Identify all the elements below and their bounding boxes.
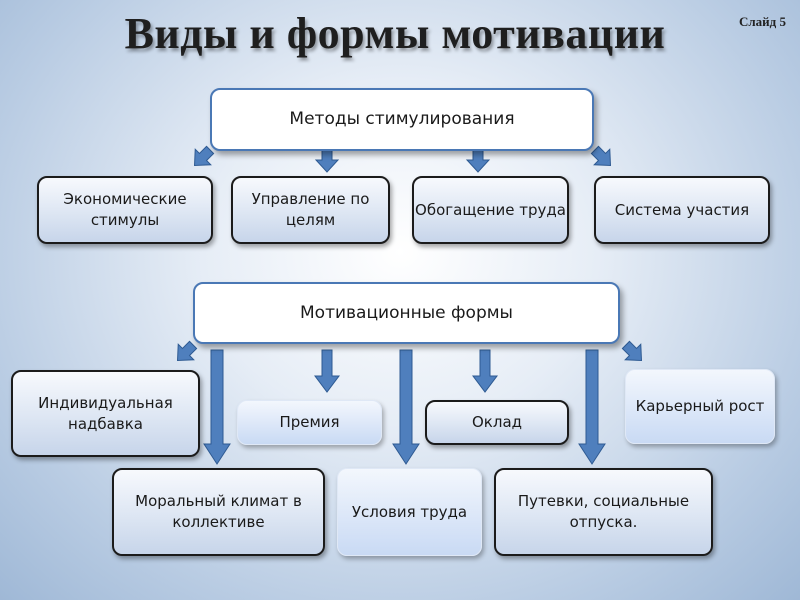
method-job-enrichment: Обогащение труда [412, 176, 569, 244]
arrow-methods-center-right [465, 147, 491, 173]
arrow-forms-right [621, 340, 643, 362]
arrow-methods-right [590, 145, 612, 167]
forms-header: Мотивационные формы [193, 282, 620, 344]
arrow-forms-long-1 [203, 349, 231, 465]
arrow-forms-short-1 [314, 349, 340, 393]
form-working-conditions: Условия труда [337, 468, 482, 556]
arrow-methods-left [193, 145, 215, 167]
form-premium: Премия [237, 400, 382, 445]
arrow-forms-long-3 [578, 349, 606, 465]
slide-number: Слайд 5 [739, 14, 786, 29]
form-moral-climate: Моральный климат в коллективе [112, 468, 325, 556]
form-vouchers-vacations: Путевки, социальные отпуска. [494, 468, 713, 556]
method-management-by-objectives: Управление по целям [231, 176, 390, 244]
form-individual-bonus: Индивидуальная надбавка [11, 370, 200, 457]
methods-header: Методы стимулирования [210, 88, 594, 151]
form-salary: Оклад [425, 400, 569, 445]
arrow-forms-left [176, 340, 198, 362]
arrow-methods-center-left [314, 147, 340, 173]
method-participation-system: Система участия [594, 176, 770, 244]
form-career-growth: Карьерный рост [625, 369, 775, 444]
arrow-forms-long-2 [392, 349, 420, 465]
method-economic-incentives: Экономические стимулы [37, 176, 213, 244]
arrow-forms-short-2 [472, 349, 498, 393]
slide-title: Виды и формы мотивации [124, 9, 666, 58]
